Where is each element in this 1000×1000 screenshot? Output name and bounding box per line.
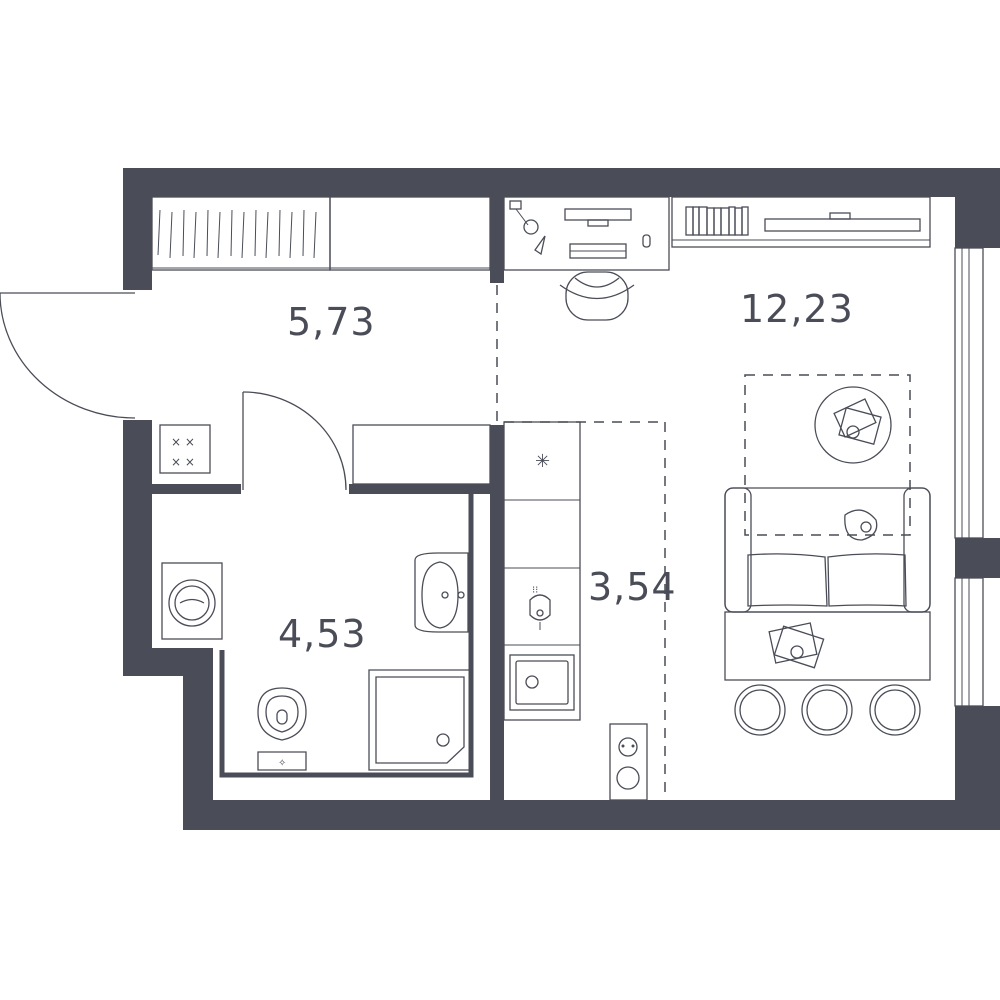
office-chair-icon [559, 271, 635, 321]
room-area-kitchen: 3,54 [588, 565, 677, 609]
room-area-bathroom: 4,53 [278, 612, 367, 656]
wall-left-upper [123, 168, 152, 290]
svg-text:× ×: × × [171, 435, 195, 449]
rug-outline [744, 374, 911, 536]
room-area-living-room: 12,23 [740, 287, 854, 331]
dishwasher-icon [509, 654, 575, 711]
washing-machine-icon [161, 562, 223, 640]
tv-stand-icon [764, 212, 921, 232]
svg-text:✳: ✳ [535, 451, 550, 472]
bookshelf-icon [671, 196, 931, 248]
washbasin-icon [414, 552, 469, 633]
entrance-door-icon [0, 292, 136, 419]
wall-left-bottom [183, 648, 213, 830]
wall-top [123, 168, 1000, 197]
keyboard-icon [569, 234, 651, 259]
monitor-icon [564, 208, 632, 227]
svg-text:× ×: × × [171, 455, 195, 469]
walls [123, 168, 1000, 830]
coffee-table-icon [814, 386, 892, 464]
oven-icon [609, 723, 648, 801]
wall-left-lower [123, 420, 152, 676]
magazines-icon [768, 622, 825, 669]
wall-right-top [955, 168, 1000, 248]
kitchen-counter [503, 421, 581, 721]
wall-partition-lower [490, 425, 504, 800]
cushion-icon [844, 509, 878, 541]
wall-bath-top-left [152, 484, 241, 494]
svg-text:✧: ✧ [278, 758, 286, 769]
toilet-icon: ✧ [257, 687, 307, 771]
wall-bath-top-right [349, 484, 490, 494]
svg-text:⁝⁝: ⁝⁝ [532, 585, 538, 596]
dining-table-icon [724, 611, 931, 681]
room-area-hallway: 5,73 [287, 300, 376, 344]
wall-bottom [183, 800, 1000, 830]
bathroom-door-icon [242, 391, 347, 491]
wall-partition-upper [490, 197, 504, 283]
stools-icon [734, 684, 921, 736]
desk-icon [503, 196, 670, 271]
bathroom-inner-wall [219, 494, 474, 778]
floor-lamp-icon [509, 200, 546, 256]
coat-rack-icon: × × × × [159, 424, 211, 474]
sofa-icon [724, 487, 931, 613]
shower-tray-icon [368, 669, 472, 771]
wardrobe-icon [151, 196, 491, 271]
wall-right-mid [955, 538, 1000, 578]
window-icon [954, 247, 984, 707]
sink-icon: ⁝⁝ [529, 585, 551, 630]
shoe-cabinet-icon [352, 424, 491, 485]
cooktop-icon: ✳ [535, 451, 550, 472]
wall-right-bottom [955, 706, 1000, 830]
